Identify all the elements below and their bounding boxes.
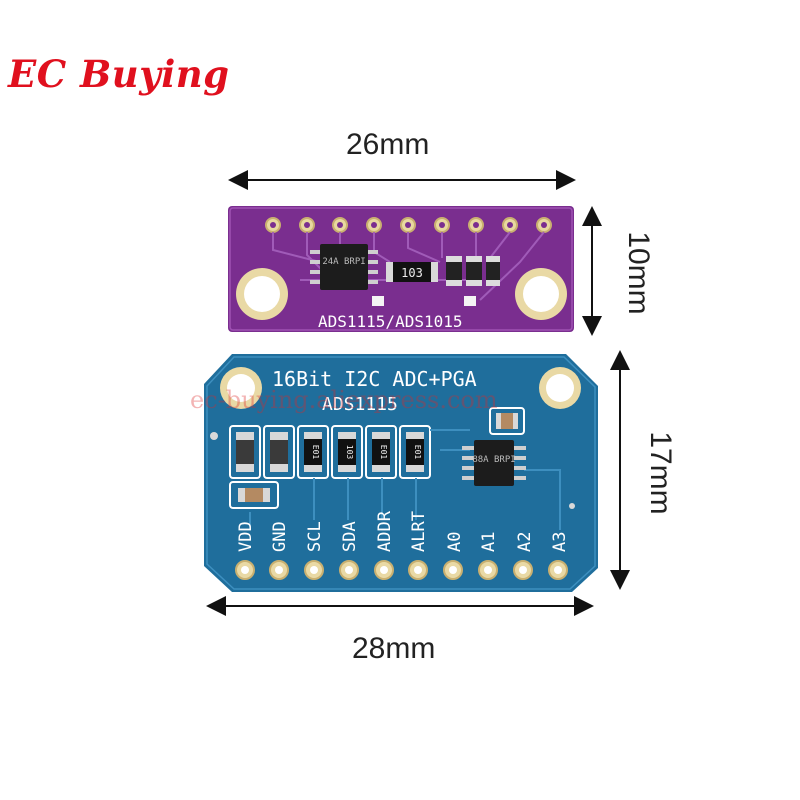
blue-chip-marking: 88A BRPI [472, 455, 515, 465]
pin-label-vdd: VDD [236, 521, 256, 552]
blue-board-model: ADS1115 [322, 394, 398, 415]
blue-board: 16Bit I2C ADC+PGA ADS1115 E01 [204, 354, 598, 592]
pin-label-alrt: ALRT [409, 511, 429, 552]
pin-label-addr: ADDR [375, 510, 395, 552]
pin-label-gnd: GND [270, 521, 290, 552]
pin-label-a1: A1 [479, 532, 499, 552]
blue-pin-pads [235, 560, 568, 580]
top-width-label: 26mm [346, 128, 430, 161]
blue-resistor-code-2: 103 [345, 445, 354, 460]
purple-resistor-code: 103 [401, 266, 423, 280]
purple-chip-marking: 24A BRPI [322, 257, 365, 267]
pin-label-sda: SDA [340, 521, 360, 552]
purple-board-label: ADS1115/ADS1015 [318, 312, 463, 331]
pin-label-a3: A3 [550, 532, 570, 552]
watermark: ec-buying.aliexpress.com [190, 386, 498, 414]
blue-resistor-code-1: E01 [311, 445, 320, 460]
purple-board: 24A BRPI 103 ADS1115/ADS1015 [228, 206, 574, 332]
blue-chip: 88A BRPI [462, 440, 526, 486]
blue-board-header: 16Bit I2C ADC+PGA [272, 367, 477, 391]
pin-label-a2: A2 [515, 532, 535, 552]
pin-label-scl: SCL [305, 521, 325, 552]
purple-chip: 24A BRPI [310, 244, 378, 290]
pin-label-a0: A0 [445, 532, 465, 552]
blue-resistor-code-4: E01 [413, 445, 422, 460]
bottom-width-label: 28mm [352, 632, 436, 665]
blue-resistor-code-3: E01 [379, 445, 388, 460]
brand-logo: EC Buying [8, 52, 230, 96]
